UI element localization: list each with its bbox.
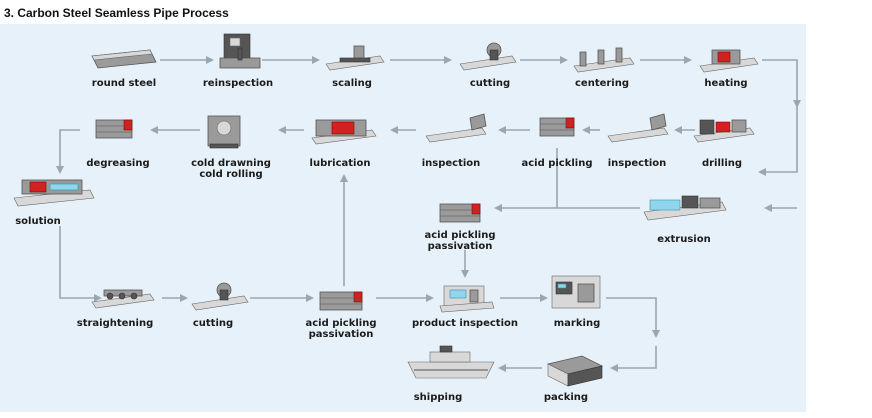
label-straightening: straightening: [76, 318, 154, 329]
label-cutting-1: cutting: [469, 78, 511, 89]
label-passivation-3-line: passivation: [308, 329, 374, 340]
arrow-heating-down: [762, 59, 801, 108]
product-inspection-icon: [439, 285, 495, 313]
label-product-inspection: product inspection: [412, 318, 518, 329]
process-flow-diagram: [13, 33, 801, 387]
label-acid-pickling-3: acid pickling passivation: [305, 318, 376, 340]
label-acid-pickling-2: acid pickling passivation: [424, 230, 495, 252]
shipping-icon: [407, 345, 495, 379]
label-cutting-2: cutting: [192, 318, 234, 329]
label-cold-drawing: cold drawning cold rolling: [191, 158, 271, 180]
marking-icon: [551, 275, 601, 309]
cutting-icon-1: [459, 42, 517, 71]
label-centering: centering: [574, 78, 630, 89]
label-drilling: drilling: [701, 158, 743, 169]
round-steel-icon: [91, 49, 157, 69]
label-degreasing: degreasing: [86, 158, 150, 169]
process-flow-panel: round steel reinspection scaling cutting…: [0, 24, 806, 412]
label-acid-pickling-2-line: acid pickling: [424, 230, 496, 241]
diagram-title: 3. Carbon Steel Seamless Pipe Process: [4, 6, 229, 20]
label-solution: solution: [15, 216, 61, 227]
label-round-steel: round steel: [91, 78, 157, 89]
solution-icon: [13, 179, 95, 207]
label-inspection-1: inspection: [421, 158, 481, 169]
label-acid-pickling-1: acid pickling: [521, 158, 593, 169]
degreasing-icon: [95, 119, 133, 139]
label-packing: packing: [543, 392, 589, 403]
label-cold-drawing-line: cold drawning: [191, 158, 271, 169]
lubrication-icon: [311, 119, 377, 145]
heating-icon: [699, 49, 759, 73]
acid-pickling-icon-3: [319, 291, 363, 311]
reinspection-icon: [219, 33, 261, 69]
scaling-icon: [325, 45, 385, 71]
arrow-marking-down: [606, 297, 660, 338]
extrusion-icon: [643, 195, 727, 221]
label-acid-pickling-3-line: acid pickling: [305, 318, 377, 329]
arrow-solution-to-straightening: [59, 226, 102, 302]
label-scaling: scaling: [332, 78, 372, 89]
acid-pickling-icon-2: [439, 203, 481, 223]
label-extrusion: extrusion: [657, 234, 711, 245]
flow-arrows: [56, 56, 801, 372]
cutting-icon-2: [191, 282, 249, 311]
label-lubrication: lubrication: [309, 158, 371, 169]
centering-icon: [573, 47, 635, 73]
drilling-icon: [693, 119, 755, 143]
cold-drawing-icon: [207, 115, 241, 149]
acid-pickling-icon-1: [539, 117, 575, 137]
label-marking: marking: [553, 318, 601, 329]
label-reinspection: reinspection: [202, 78, 274, 89]
label-cold-rolling-line: cold rolling: [199, 169, 263, 180]
label-passivation-2-line: passivation: [427, 241, 493, 252]
packing-icon: [546, 355, 604, 387]
label-heating: heating: [704, 78, 748, 89]
arrow-to-packing: [610, 346, 657, 372]
label-shipping: shipping: [413, 392, 463, 403]
inspection-icon-2: [607, 113, 669, 143]
label-inspection-2: inspection: [607, 158, 667, 169]
arrow-to-drilling: [758, 106, 798, 176]
straightening-icon: [91, 289, 155, 309]
arrow-degreasing-to-solution: [56, 129, 80, 174]
inspection-icon-1: [425, 113, 487, 143]
